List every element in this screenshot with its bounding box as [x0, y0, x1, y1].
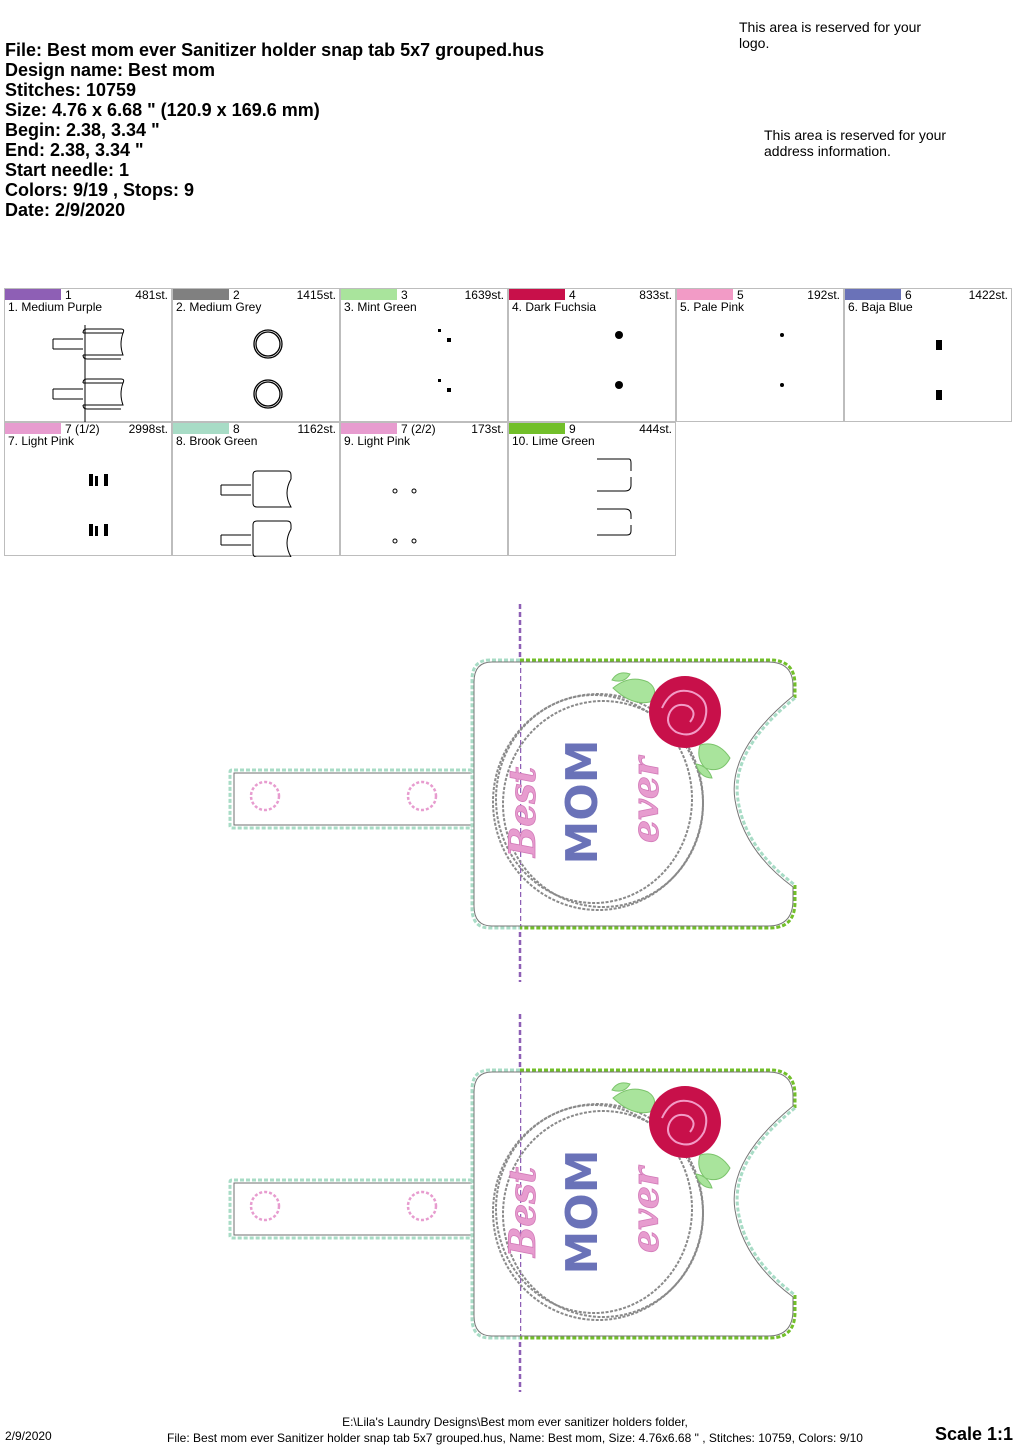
color-swatch — [5, 289, 62, 300]
step-number: 8 — [233, 422, 240, 436]
color-swatch — [5, 423, 62, 434]
design-text-best: Best — [502, 767, 544, 859]
step-number: 2 — [233, 288, 240, 302]
step-stitches: 444st. — [639, 422, 672, 436]
step-number: 7 (1/2) — [65, 422, 100, 436]
step-number: 7 (2/2) — [401, 422, 436, 436]
logo-area-note: This area is reserved for your logo. — [739, 19, 922, 51]
color-step-4: 4 833st. 4. Dark Fuchsia — [508, 288, 676, 422]
step-color-name: 9. Light Pink — [344, 434, 411, 448]
design-text-ever: ever — [625, 754, 667, 843]
step-number: 1 — [65, 288, 72, 302]
step-color-name: 4. Dark Fuchsia — [512, 300, 597, 314]
step-color-name: 6. Baja Blue — [848, 300, 913, 314]
step-color-name: 7. Light Pink — [8, 434, 75, 448]
holder-design-bottom: Best MOM ever — [228, 1012, 797, 1394]
step-stitches: 481st. — [135, 288, 168, 302]
step-thumbnail — [89, 474, 108, 536]
design-name: Design name: Best mom — [5, 60, 216, 80]
color-step-10: 9 444st. 10. Lime Green — [508, 422, 676, 556]
step-stitches: 1162st. — [297, 422, 336, 436]
begin-point: Begin: 2.38, 3.34 " — [5, 120, 160, 140]
step-color-name: 3. Mint Green — [344, 300, 417, 314]
design-preview: Best MOM ever Best MOM ever — [228, 602, 797, 1394]
step-stitches: 2998st. — [128, 422, 168, 436]
design-text-best: Best — [502, 1167, 544, 1259]
color-swatch — [509, 289, 566, 300]
holder-design-top: Best MOM ever — [228, 602, 797, 984]
step-thumbnail — [392, 488, 417, 544]
step-stitches: 173st. — [471, 422, 504, 436]
step-number: 4 — [569, 288, 576, 302]
step-stitches: 1415st. — [296, 288, 336, 302]
color-step-8: 8 1162st. 8. Brook Green — [172, 422, 340, 557]
step-number: 9 — [569, 422, 576, 436]
color-step-2: 2 1415st. 2. Medium Grey — [172, 288, 340, 422]
color-step-5: 5 192st. 5. Pale Pink — [676, 288, 844, 422]
step-thumbnail — [936, 340, 942, 400]
scale-label: Scale 1:1 — [935, 1424, 1014, 1444]
color-step-7: 7 (1/2) 2998st. 7. Light Pink — [4, 422, 172, 556]
design-text-ever: ever — [625, 1164, 667, 1253]
end-point: End: 2.38, 3.34 " — [5, 140, 144, 160]
step-thumbnail — [780, 333, 784, 387]
step-stitches: 1422st. — [968, 288, 1008, 302]
step-thumbnail — [615, 331, 623, 389]
design-text-mom: MOM — [557, 1150, 608, 1275]
step-thumbnail — [52, 325, 125, 423]
step-thumbnail — [597, 458, 632, 536]
color-swatch — [341, 289, 398, 300]
design-text-mom: MOM — [557, 740, 608, 865]
address-area-note: This area is reserved for your address i… — [764, 127, 947, 159]
footer-date: 2/9/2020 — [5, 1429, 52, 1443]
color-step-1: 1 481st. 1. Medium Purple — [4, 288, 172, 423]
step-thumbnail — [220, 470, 292, 557]
colors-stops: Colors: 9/19 , Stops: 9 — [5, 180, 195, 200]
step-color-name: 2. Medium Grey — [176, 300, 262, 314]
step-color-name: 8. Brook Green — [176, 434, 258, 448]
step-color-name: 10. Lime Green — [512, 434, 595, 448]
step-color-name: 1. Medium Purple — [8, 300, 103, 314]
color-step-3: 3 1639st. 3. Mint Green — [340, 288, 508, 422]
step-number: 5 — [737, 288, 744, 302]
start-needle: Start needle: 1 — [5, 160, 130, 180]
color-swatch — [173, 423, 230, 434]
step-stitches: 192st. — [807, 288, 840, 302]
design-date: Date: 2/9/2020 — [5, 200, 126, 220]
step-number: 6 — [905, 288, 912, 302]
color-swatch — [173, 289, 230, 300]
step-thumbnail — [253, 329, 283, 409]
step-color-name: 5. Pale Pink — [680, 300, 745, 314]
color-step-6: 6 1422st. 6. Baja Blue — [844, 288, 1012, 422]
color-swatch — [509, 423, 566, 434]
design-info: File: Best mom ever Sanitizer holder sna… — [5, 40, 544, 220]
footer-summary: File: Best mom ever Sanitizer holder sna… — [167, 1431, 863, 1445]
color-swatch — [341, 423, 398, 434]
step-stitches: 1639st. — [464, 288, 504, 302]
stitch-count: Stitches: 10759 — [5, 80, 137, 100]
color-swatch — [677, 289, 734, 300]
step-stitches: 833st. — [639, 288, 672, 302]
step-number: 3 — [401, 288, 408, 302]
design-size: Size: 4.76 x 6.68 " (120.9 x 169.6 mm) — [5, 100, 320, 120]
step-thumbnail — [438, 329, 451, 392]
color-step-9: 7 (2/2) 173st. 9. Light Pink — [340, 422, 508, 556]
file-name: File: Best mom ever Sanitizer holder sna… — [5, 40, 545, 60]
footer-file-info: E:\Lila's Laundry Designs\Best mom ever … — [120, 1414, 910, 1446]
footer-path: E:\Lila's Laundry Designs\Best mom ever … — [342, 1415, 688, 1429]
color-swatch — [845, 289, 902, 300]
